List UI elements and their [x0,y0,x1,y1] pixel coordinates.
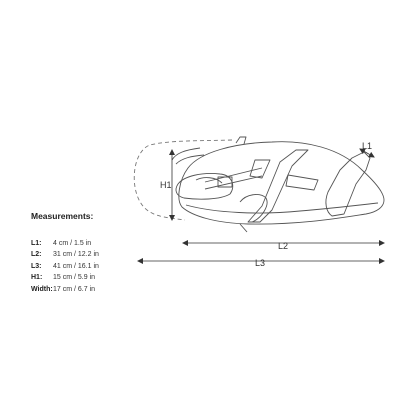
measurement-key: L3: [31,262,42,270]
measurement-value: 4 cm / 1.5 in [53,240,92,247]
l1-dimension-line [359,148,375,158]
saddle-bag-illustration [171,136,385,233]
measurement-row-l2: L2: 31 cm / 12.2 in [31,249,99,260]
measurement-key: L2: [31,251,42,259]
measurement-value: 17 cm / 6.7 in [53,285,96,293]
measurement-row-h1: H1: 15 cm / 5.9 in [31,272,99,283]
h1-label: H1 [160,180,172,190]
measurement-value: 31 cm / 12.2 in [53,251,99,259]
measurement-row-width: Width:17 cm / 6.7 in [31,284,99,295]
measurement-row-l3: L3: 41 cm / 16.1 in [31,261,99,272]
measurements-title: Measurements: [31,211,94,221]
measurement-value: 41 cm / 16.1 in [53,262,99,270]
measurement-key: L1: [31,240,42,247]
measurement-key: Width: [31,285,53,293]
measurements-list: L1: 4 cm / 1.5 in L2: 31 cm / 12.2 in L3: 4… [31,238,99,295]
measurement-row-l1: L1: 4 cm / 1.5 in [31,238,99,249]
l3-label: L3 [255,258,265,268]
l2-label: L2 [278,241,288,251]
l1-label: L1 [362,141,372,151]
measurement-value: 15 cm / 5.9 in [53,274,96,282]
expansion-dashed-outline [133,139,233,221]
measurement-key: H1: [31,274,43,282]
